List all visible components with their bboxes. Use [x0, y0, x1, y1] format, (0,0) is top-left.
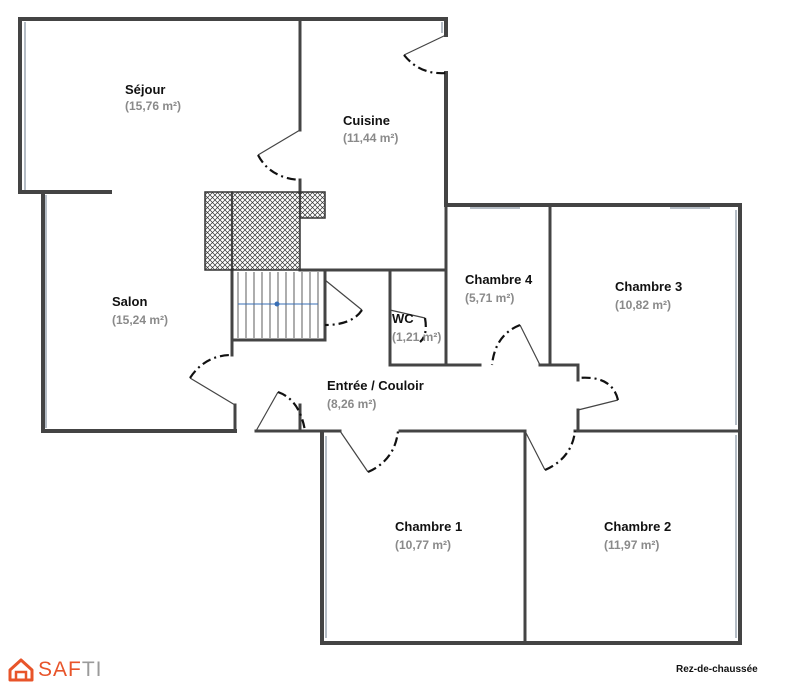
room-name: Séjour: [125, 82, 165, 97]
room-name: Entrée / Couloir: [327, 378, 424, 393]
house-icon: [8, 658, 34, 682]
room-area: (11,97 m²): [604, 538, 659, 552]
exterior-walls: [18, 17, 742, 645]
room-name: Chambre 4: [465, 272, 533, 287]
room-name: Chambre 2: [604, 519, 671, 534]
room-name: Chambre 1: [395, 519, 462, 534]
room-name: Cuisine: [343, 113, 390, 128]
room-label-sejour: Séjour (15,76 m²): [125, 82, 181, 113]
hatched-shafts: [204, 191, 326, 271]
room-label-salon: Salon (15,24 m²): [112, 294, 168, 327]
logo-wordmark: SAFTI: [38, 658, 103, 682]
windows: [24, 22, 737, 638]
room-label-chambre4: Chambre 4 (5,71 m²): [465, 272, 533, 305]
room-label-chambre3: Chambre 3 (10,82 m²): [615, 279, 682, 312]
logo-saf: SAF: [38, 658, 82, 681]
logo-ti: TI: [81, 658, 103, 681]
room-area: (5,71 m²): [465, 291, 514, 305]
room-name: Chambre 3: [615, 279, 682, 294]
room-area: (15,24 m²): [112, 313, 168, 327]
room-area: (15,76 m²): [125, 99, 181, 113]
room-label-entree: Entrée / Couloir (8,26 m²): [327, 378, 424, 411]
stair-marker: [274, 301, 280, 307]
level-label: Rez-de-chaussée: [676, 664, 758, 675]
room-area: (1,21 m²): [392, 330, 441, 344]
room-name: WC: [392, 311, 414, 326]
safti-logo: SAFTI: [8, 656, 103, 684]
doors: [189, 34, 620, 474]
room-label-cuisine: Cuisine (11,44 m²): [343, 113, 398, 145]
room-label-chambre1: Chambre 1 (10,77 m²): [395, 519, 462, 552]
room-area: (8,26 m²): [327, 397, 376, 411]
room-label-wc: WC (1,21 m²): [392, 311, 441, 344]
room-label-chambre2: Chambre 2 (11,97 m²): [604, 519, 671, 552]
room-name: Salon: [112, 294, 147, 309]
room-area: (10,82 m²): [615, 298, 671, 312]
room-area: (11,44 m²): [343, 131, 398, 145]
room-area: (10,77 m²): [395, 538, 451, 552]
interior-walls: [230, 17, 742, 645]
